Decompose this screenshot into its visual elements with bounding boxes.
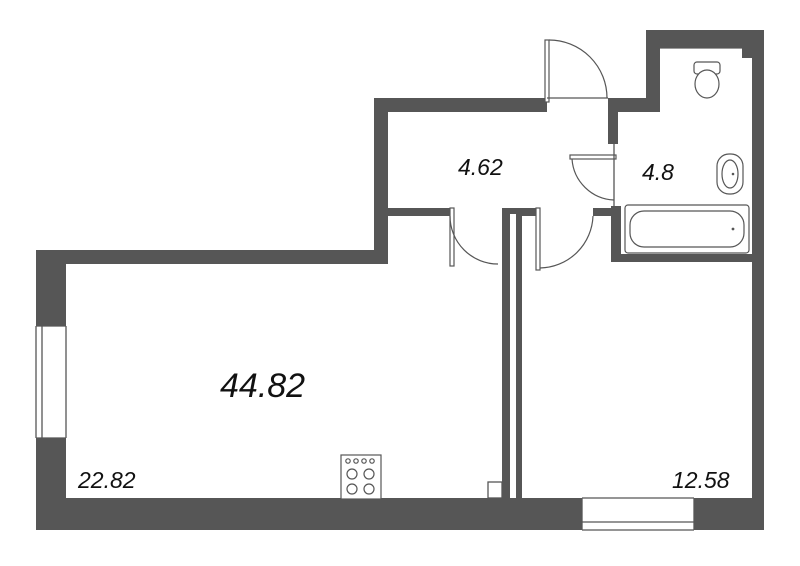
vent-block bbox=[659, 39, 753, 49]
bath-top-wall bbox=[646, 30, 752, 40]
window-bottom bbox=[581, 497, 695, 531]
walls bbox=[36, 30, 764, 530]
toilet-icon bbox=[693, 61, 721, 99]
window-left bbox=[35, 325, 67, 439]
hall-left-wall bbox=[374, 98, 388, 264]
total-area-label: 44.82 bbox=[220, 367, 305, 405]
hallway-area-label: 4.62 bbox=[458, 154, 503, 180]
bath-bottom-wall bbox=[611, 254, 764, 262]
bathtub-icon bbox=[624, 204, 750, 254]
hall-top-wall bbox=[374, 98, 547, 112]
bottom-wall-right bbox=[694, 498, 764, 530]
door-icon[interactable] bbox=[544, 39, 608, 103]
bath-top-right-corner bbox=[742, 30, 752, 58]
sink-icon bbox=[716, 153, 744, 195]
partition-gap bbox=[510, 214, 516, 498]
stove-icon bbox=[340, 454, 382, 500]
bottom-wall-left bbox=[36, 498, 582, 530]
fixtures bbox=[340, 61, 750, 500]
bathroom-area-label: 4.8 bbox=[642, 159, 674, 185]
bath-outer-left-wall bbox=[646, 30, 660, 112]
right-wall bbox=[752, 30, 764, 530]
bedroom-left-wall bbox=[516, 210, 522, 498]
living-top-wall bbox=[36, 250, 388, 264]
partitions bbox=[388, 208, 618, 499]
bedroom-door[interactable] bbox=[535, 207, 594, 271]
bathroom-door[interactable] bbox=[569, 144, 617, 206]
labels: 44.82 22.82 4.62 4.8 12.58 bbox=[77, 154, 730, 493]
bath-left-wall-top bbox=[608, 98, 618, 144]
living-door[interactable] bbox=[449, 207, 499, 267]
shaft bbox=[487, 481, 503, 499]
doors bbox=[449, 39, 617, 271]
hall-living-partition bbox=[388, 208, 450, 216]
living-area-label: 22.82 bbox=[77, 467, 136, 493]
bedroom-top-stub-right bbox=[593, 208, 618, 216]
living-bedroom-wall bbox=[502, 208, 510, 498]
windows bbox=[35, 325, 695, 531]
bedroom-area-label: 12.58 bbox=[672, 467, 730, 493]
bath-left-wall-bottom bbox=[611, 206, 621, 258]
